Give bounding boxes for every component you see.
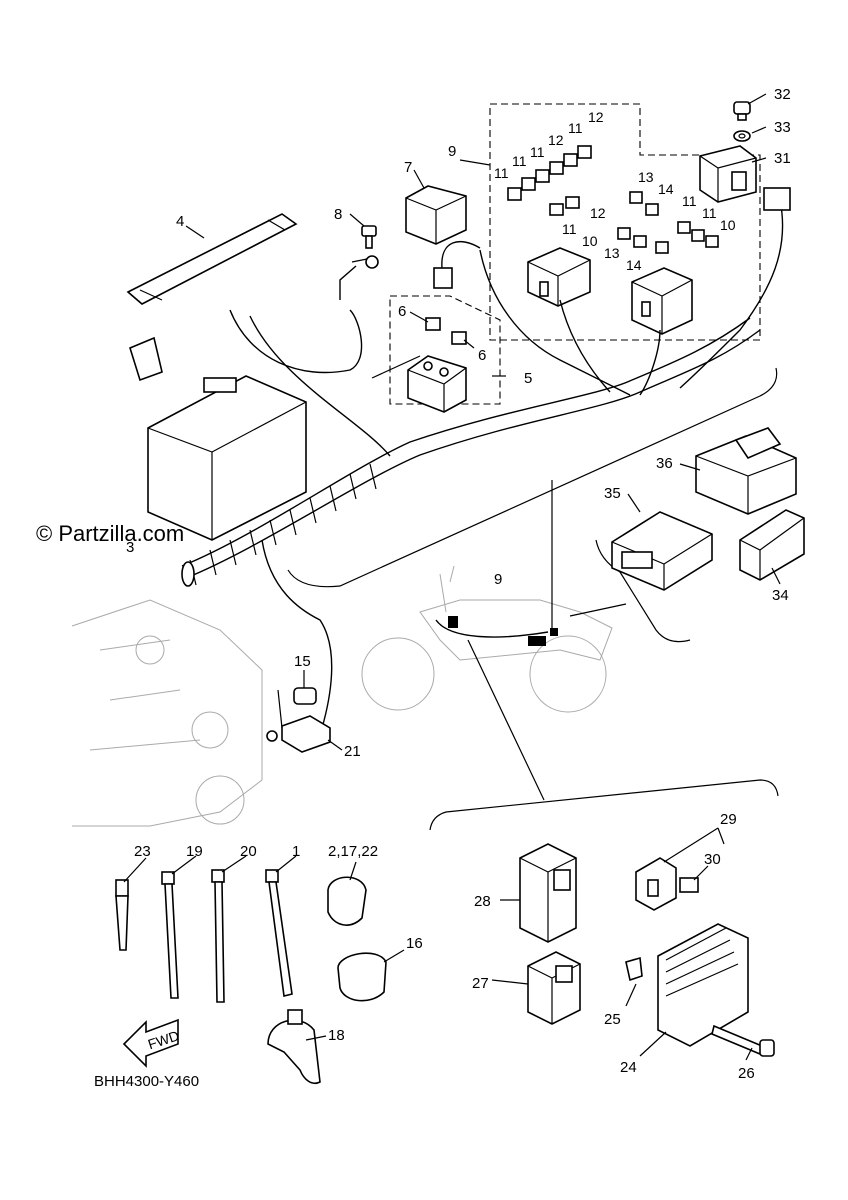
watermark: © Partzilla.com	[36, 521, 184, 546]
callout-9-top: 9	[448, 143, 456, 160]
starter-relay-group	[371, 295, 501, 413]
callout-28: 28	[474, 893, 491, 910]
callout-25: 25	[604, 1011, 621, 1028]
callout-36: 36	[656, 455, 673, 472]
callout-30: 30	[704, 851, 721, 868]
pointer-line-bottom	[429, 639, 779, 831]
callout-5: 5	[524, 370, 532, 387]
callout-27: 27	[472, 975, 489, 992]
wire-harness-9	[181, 187, 791, 729]
fuse-row	[507, 145, 719, 254]
callout-35: 35	[604, 485, 621, 502]
callout-4: 4	[176, 213, 184, 230]
washer-33	[733, 130, 751, 142]
ecu-group	[595, 427, 805, 643]
callout-26: 26	[738, 1065, 755, 1082]
callout-11-e: 11	[562, 221, 577, 237]
sensor-31	[699, 145, 757, 203]
callout-14-b: 14	[626, 257, 642, 273]
callout-31: 31	[774, 150, 791, 167]
callout-21: 21	[344, 743, 361, 760]
callout-13-a: 13	[638, 169, 654, 185]
callout-19: 19	[186, 843, 203, 860]
battery-3	[129, 336, 307, 541]
callout-labels: 4 8 7 9 6 6 5 3 11 11 11 12 11 12 12 11 …	[126, 86, 791, 1082]
callout-32: 32	[774, 86, 791, 103]
callout-11-c: 11	[530, 144, 545, 160]
relay-7	[405, 185, 481, 289]
callout-11-d: 11	[568, 120, 583, 136]
callout-7: 7	[404, 159, 412, 176]
fwd-arrow: FWD	[122, 1018, 181, 1068]
sensor-21	[266, 689, 331, 753]
callout-33: 33	[774, 119, 791, 136]
callout-11-f: 11	[682, 193, 697, 209]
callout-11-a: 11	[494, 165, 509, 181]
bottom-right-parts	[519, 843, 775, 1057]
callout-12-b: 12	[588, 109, 604, 125]
pointer-line-top	[287, 367, 778, 588]
callout-16: 16	[406, 935, 423, 952]
callout-9-bike: 9	[494, 571, 502, 588]
callout-20: 20	[240, 843, 257, 860]
bolt-8	[339, 225, 379, 300]
battery-strap-4	[126, 213, 298, 305]
callout-2-17-22: 2,17,22	[328, 843, 378, 860]
callout-12-c: 12	[590, 205, 606, 221]
callout-3: 3	[126, 539, 134, 556]
motorcycle-outline	[361, 480, 627, 713]
callout-12-a: 12	[548, 132, 564, 148]
leader-lines	[123, 93, 781, 1061]
callout-11-g: 11	[702, 205, 717, 221]
callout-14-a: 14	[658, 181, 674, 197]
callout-8: 8	[334, 206, 342, 223]
callout-29: 29	[720, 811, 737, 828]
fasteners	[115, 869, 387, 1085]
callout-10-a: 10	[582, 233, 598, 249]
callout-10-b: 10	[720, 217, 736, 233]
callout-24: 24	[620, 1059, 637, 1076]
callout-13-b: 13	[604, 245, 620, 261]
fuse-box-right	[631, 267, 693, 335]
callout-34: 34	[772, 587, 789, 604]
fuse-box-group	[459, 103, 761, 341]
fuse-box-left	[527, 247, 591, 307]
engine-block	[71, 599, 263, 827]
bolt-32	[733, 101, 751, 121]
callout-23: 23	[134, 843, 151, 860]
callout-15: 15	[294, 653, 311, 670]
drawing-code: BHH4300-Y460	[94, 1073, 199, 1090]
callout-6-left: 6	[398, 303, 406, 320]
callout-18: 18	[328, 1027, 345, 1044]
bolt-15	[293, 687, 317, 705]
callout-6-right: 6	[478, 347, 486, 364]
callout-1: 1	[292, 843, 300, 860]
callout-11-b: 11	[512, 153, 527, 169]
